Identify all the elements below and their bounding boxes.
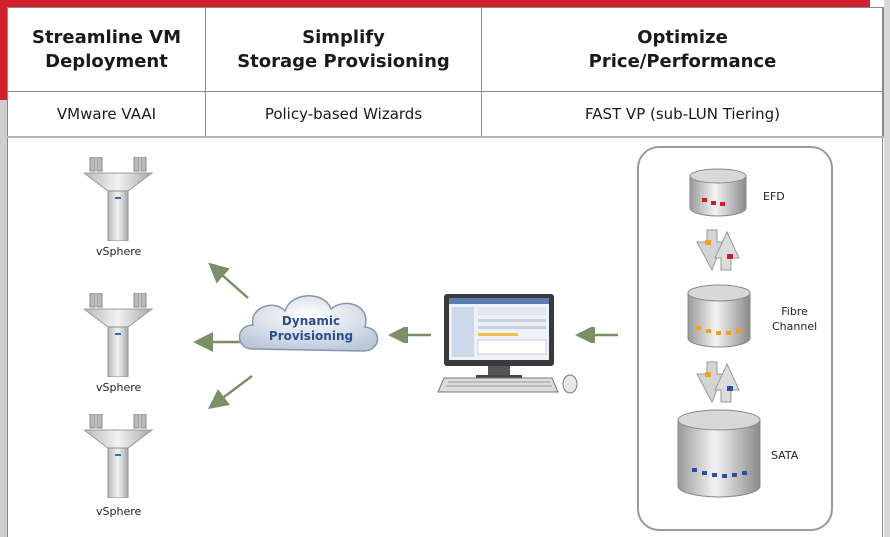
section-divider: [7, 136, 884, 138]
tier-label: Fibre Channel: [772, 305, 818, 333]
top-accent-bar: [0, 0, 870, 7]
efd-disk-icon: [689, 168, 747, 217]
feature-wizards: Policy-based Wizards: [205, 91, 482, 137]
vsphere-server-icon: [84, 414, 154, 498]
left-accent-bar: [0, 0, 7, 100]
vsphere-server-icon: [84, 293, 154, 377]
cloud-icon: [238, 295, 379, 352]
cloud-label: Dynamic Provisioning: [268, 314, 354, 343]
sata-disk-icon: [677, 409, 761, 498]
server-label: vSphere: [96, 381, 142, 394]
tier-swap-arrows: [696, 229, 740, 272]
server-label: vSphere: [96, 245, 142, 258]
tier-label: EFD: [763, 190, 785, 203]
server-label: vSphere: [96, 505, 142, 518]
arrow-icon: [575, 327, 618, 343]
left-grey-bar: [0, 100, 7, 537]
header-simplify: Simplify Storage Provisioning: [205, 7, 482, 92]
feature-fast-vp: FAST VP (sub-LUN Tiering): [481, 91, 884, 137]
vsphere-server-icon: [84, 157, 154, 241]
workstation-icon: [437, 294, 578, 394]
arrow-icon: [388, 327, 431, 343]
tier-swap-arrows: [696, 361, 740, 404]
header-optimize: Optimize Price/Performance: [481, 7, 884, 92]
storage-tier-panel: [637, 146, 833, 531]
header-streamline: Streamline VM Deployment: [7, 7, 206, 92]
provisioning-arrows: [193, 262, 253, 409]
tier-label: SATA: [771, 449, 799, 462]
fibre-channel-disk-icon: [687, 284, 751, 348]
right-grey-bar: [884, 0, 890, 537]
feature-vaai: VMware VAAI: [7, 91, 206, 137]
